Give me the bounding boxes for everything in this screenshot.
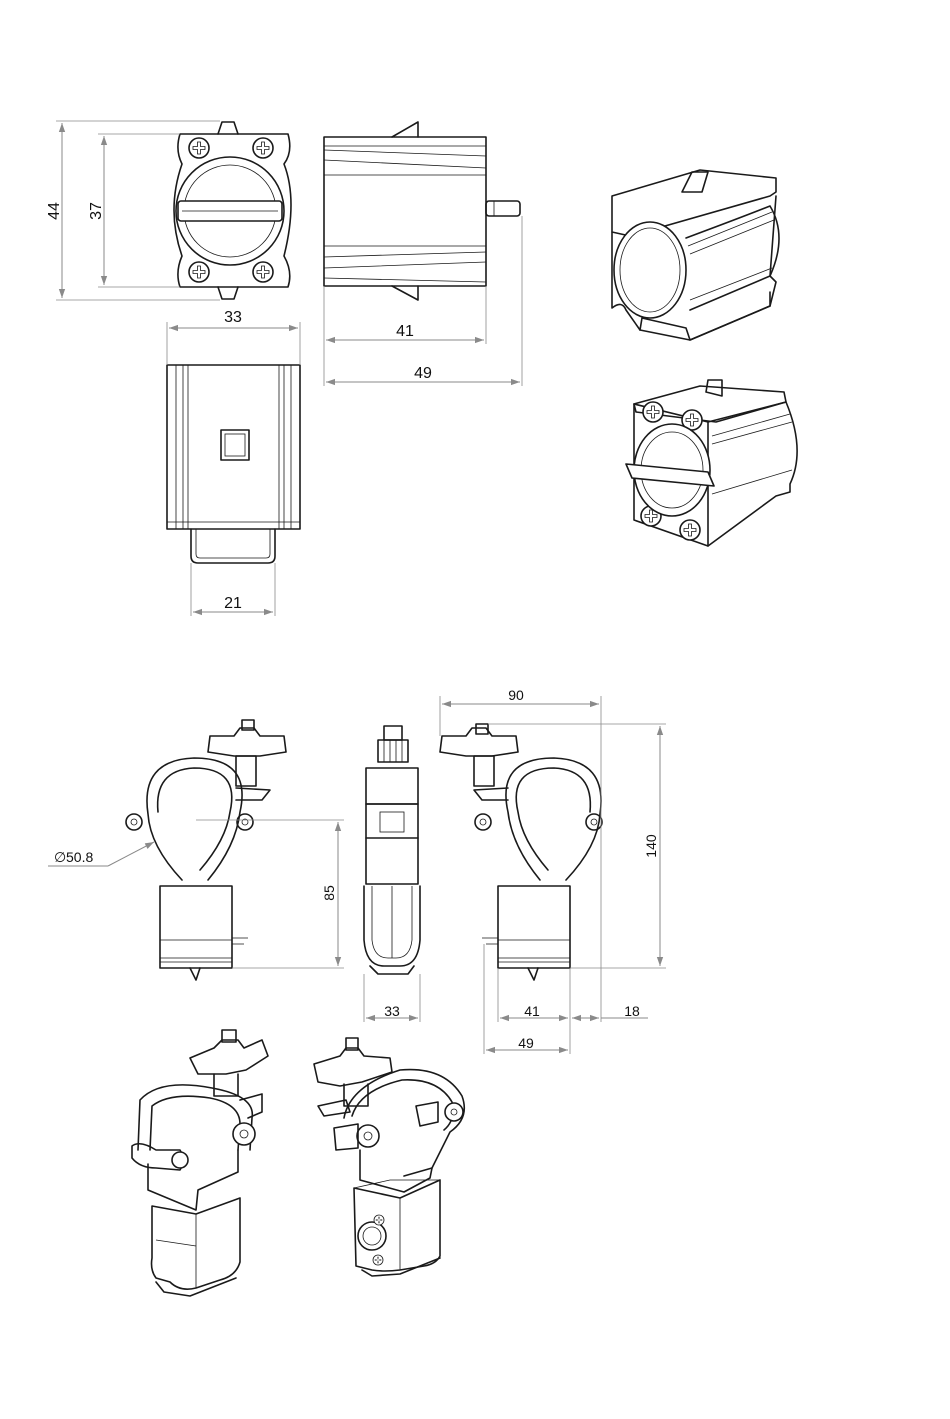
dim-label-37: 37: [88, 202, 105, 220]
dimension-clamp-width: 33: [364, 974, 420, 1022]
clamp-side-view: [364, 726, 420, 974]
dimension-tube-diameter: ∅ 50.8: [48, 842, 154, 866]
dim-label-21: 21: [224, 595, 242, 612]
dimension-body-length: 41: [324, 286, 486, 344]
dimension-offset: 18: [572, 1003, 648, 1019]
clamp-isometric-right: [314, 1038, 464, 1276]
dimension-width: 33: [167, 309, 300, 365]
clamp-front-view: [126, 720, 286, 980]
dimension-inner-height: 37: [88, 134, 180, 287]
adapter-isometric-front: [626, 380, 797, 546]
adapter-side-view: [324, 122, 520, 300]
dim-label-44: 44: [46, 202, 63, 220]
dimension-total-height: 140: [488, 724, 666, 968]
dim-label-49: 49: [414, 365, 432, 382]
dimension-total-length: 49: [324, 216, 522, 386]
dimension-clamp-body-length: 41: [498, 968, 570, 1054]
dimension-clamp-total-length: 49: [484, 944, 568, 1054]
dim-label-85: 85: [321, 885, 337, 901]
dim-label-41-clamp: 41: [524, 1003, 540, 1019]
dim-label-140: 140: [643, 834, 659, 858]
dim-label-50-8: 50.8: [66, 849, 93, 865]
dim-label-33-clamp: 33: [384, 1003, 400, 1019]
dimension-height-to-axis: 85: [196, 820, 344, 968]
adapter-isometric-back: [612, 170, 779, 340]
dimension-pin-width: 21: [191, 563, 275, 616]
adapter-top-view: [167, 365, 300, 563]
clamp-isometric-left: [132, 1030, 268, 1296]
adapter-front-view: [174, 122, 291, 299]
clamp-rear-view: [440, 724, 602, 980]
dim-label-41: 41: [396, 323, 414, 340]
diameter-symbol: ∅: [54, 849, 66, 865]
dimension-total-width: 90: [440, 687, 601, 1022]
dim-label-18: 18: [624, 1003, 640, 1019]
dim-label-33-adapter: 33: [224, 309, 242, 326]
dim-label-90: 90: [508, 687, 524, 703]
dim-label-49-clamp: 49: [518, 1035, 534, 1051]
